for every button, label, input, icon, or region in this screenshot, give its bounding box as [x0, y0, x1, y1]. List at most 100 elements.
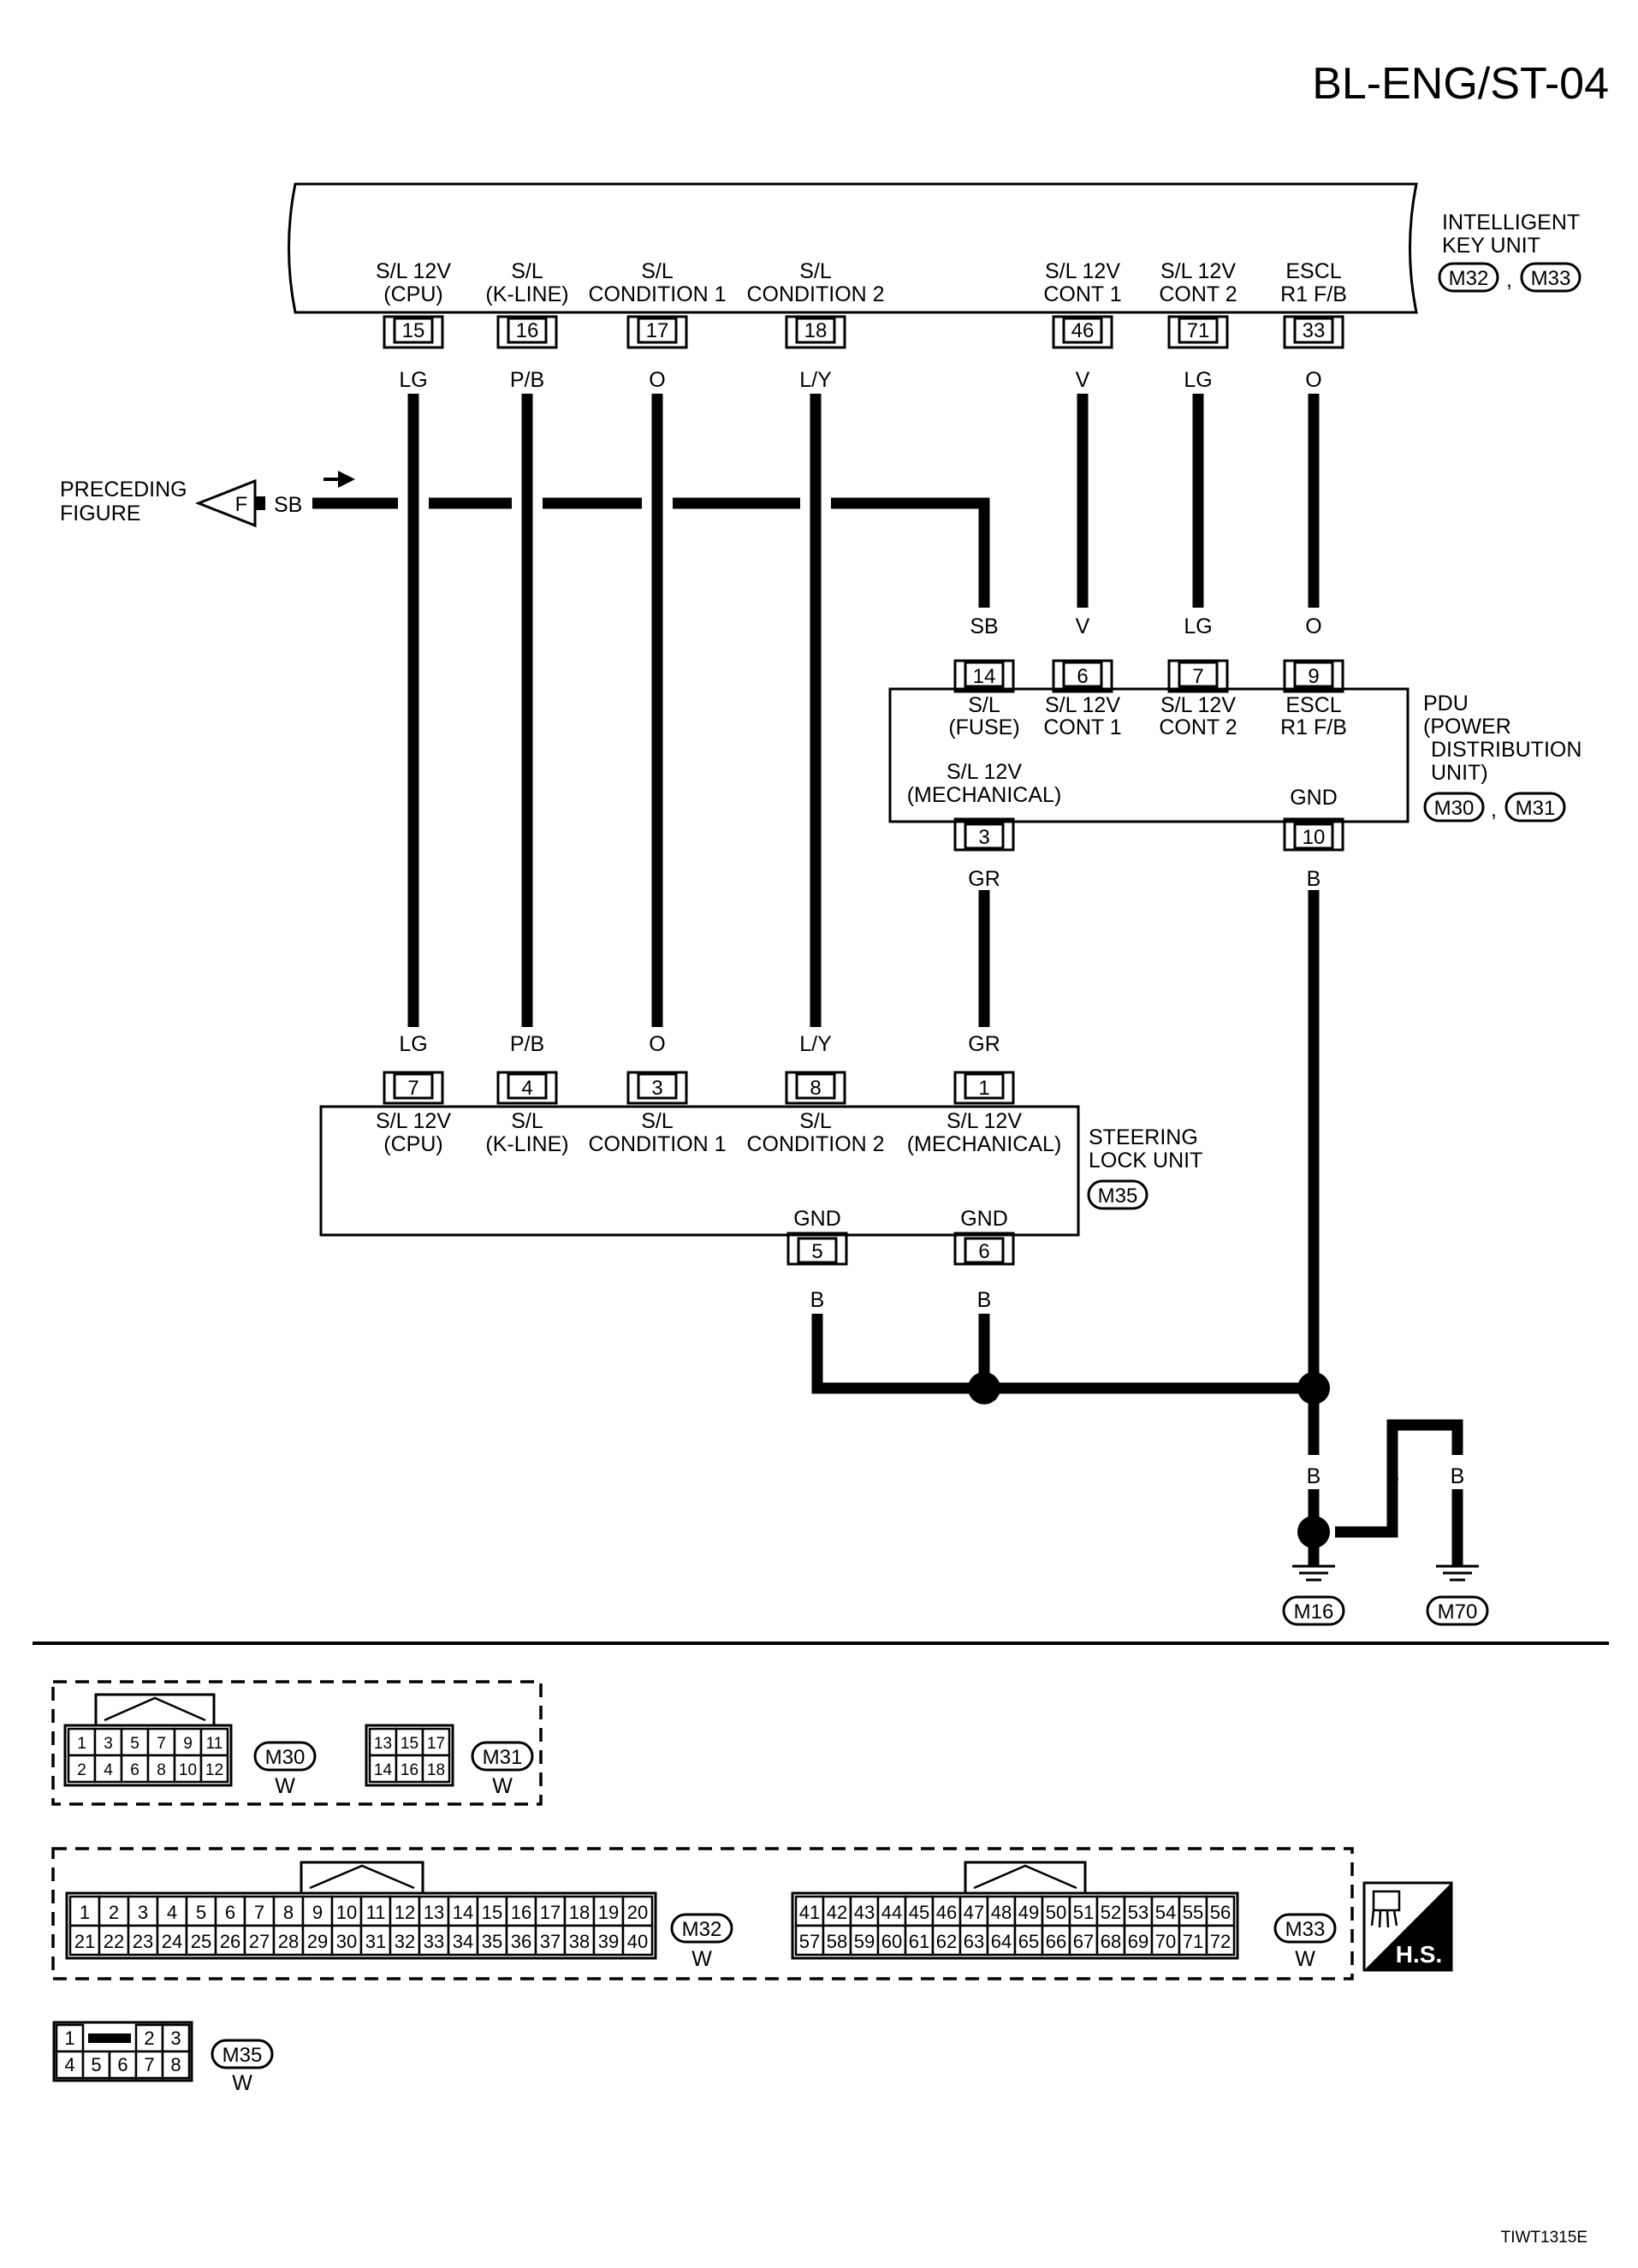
svg-text:W: W: [275, 1774, 295, 1798]
cavity: [156, 1895, 188, 1927]
svg-text:(MECHANICAL): (MECHANICAL): [907, 783, 1062, 807]
cavity-number: 64: [991, 1931, 1012, 1952]
cavity-number: 29: [307, 1931, 328, 1952]
svg-text:S/L: S/L: [641, 1109, 674, 1133]
svg-text:S/L 12V: S/L 12V: [376, 259, 451, 283]
pdu-terminals: 14 S/L (FUSE) 6 S/L 12V CONT 1 7 S/L 12V…: [907, 659, 1347, 891]
connector-group-2: [51, 1847, 1354, 1980]
wires: [312, 394, 1463, 1566]
cavity-number: 20: [627, 1902, 648, 1923]
svg-text:GND: GND: [960, 1207, 1008, 1231]
cavity: [93, 1727, 123, 1757]
svg-text:R1 F/B: R1 F/B: [1280, 715, 1347, 739]
svg-text:W: W: [1295, 1947, 1315, 1971]
svg-text:7: 7: [1192, 665, 1203, 688]
cavity-number: 19: [598, 1902, 619, 1923]
cavity-number: 18: [427, 1761, 445, 1779]
svg-text:B: B: [810, 1288, 825, 1312]
iku-terminal-15: S/L 12V (CPU) 15 LG: [376, 259, 451, 392]
svg-text:6: 6: [1077, 665, 1088, 688]
svg-text:71: 71: [1187, 319, 1210, 342]
svg-text:CONDITION 2: CONDITION 2: [746, 1132, 884, 1156]
cavity-number: 66: [1046, 1931, 1066, 1952]
cavity-number: 38: [569, 1931, 590, 1952]
cavity: [389, 1924, 421, 1956]
key-bar: [88, 2033, 131, 2043]
cavity: [199, 1727, 229, 1757]
svg-text:H.S.: H.S.: [1396, 1941, 1442, 1968]
cavity-number: 41: [799, 1902, 820, 1923]
cavity: [67, 1727, 97, 1757]
cavity: [1123, 1895, 1154, 1927]
cavity: [146, 1754, 176, 1784]
ref-m35: M35: [223, 2044, 263, 2067]
ref-m30: M30: [265, 1746, 306, 1769]
cavity-number: 9: [183, 1735, 193, 1753]
slu-terminal-6: GND 6 B: [953, 1207, 1015, 1312]
cavity: [876, 1895, 907, 1927]
svg-text:W: W: [232, 2071, 252, 2095]
cavity-number: 22: [104, 1931, 124, 1952]
cavity-number: 16: [401, 1761, 418, 1779]
svg-text:B: B: [1307, 1464, 1321, 1488]
cavity: [272, 1924, 305, 1956]
cavity: [849, 1924, 880, 1956]
svg-text:(CPU): (CPU): [383, 1132, 442, 1156]
svg-text:18: 18: [804, 319, 828, 342]
svg-text:S/L 12V: S/L 12V: [947, 1109, 1022, 1133]
cavity-number: 11: [366, 1902, 386, 1923]
svg-text:1: 1: [978, 1077, 989, 1100]
svg-text:STEERING: STEERING: [1089, 1125, 1198, 1149]
svg-text:6: 6: [978, 1240, 989, 1263]
cavity-number: 15: [482, 1902, 502, 1923]
cavity-number: 5: [130, 1735, 139, 1753]
cavity-number: 32: [395, 1931, 415, 1952]
cavity-number: 1: [64, 2028, 74, 2049]
cavity-number: 34: [453, 1931, 473, 1952]
svg-text:(POWER: (POWER: [1423, 715, 1511, 739]
cavity-number: 53: [1128, 1902, 1148, 1923]
connector-refs: W M30 W M31 W M32 W M33 W M35 W: [211, 1741, 1337, 2095]
svg-text:LG: LG: [399, 1032, 427, 1056]
cavity-number: 6: [225, 1902, 235, 1923]
slu-terminal-4: 4 S/L (K-LINE): [485, 1071, 569, 1156]
cavity: [359, 1924, 392, 1956]
svg-text:DISTRIBUTION: DISTRIBUTION: [1431, 738, 1582, 762]
svg-text:M70: M70: [1438, 1600, 1478, 1624]
steering-lock-unit-box: [319, 1105, 1080, 1237]
svg-text:5: 5: [811, 1240, 822, 1263]
cavity: [1095, 1924, 1126, 1956]
cavity-number: 61: [909, 1931, 929, 1952]
svg-text:CONDITION 2: CONDITION 2: [746, 282, 884, 306]
cavity-number: 51: [1073, 1902, 1094, 1923]
svg-text:CONT 1: CONT 1: [1043, 715, 1121, 739]
cavity-number: 9: [312, 1902, 323, 1923]
cavity: [108, 2050, 138, 2080]
cavity: [876, 1924, 907, 1956]
cavity: [1205, 1895, 1236, 1927]
svg-text:LG: LG: [1184, 614, 1212, 638]
iku-terminal-17: S/L CONDITION 1 17 O: [588, 259, 726, 392]
cavity-number: 7: [157, 1735, 166, 1753]
cavity-number: 37: [540, 1931, 561, 1952]
cavity: [931, 1895, 962, 1927]
cavity-number: 40: [627, 1931, 648, 1952]
pdu-terminal-6: 6 S/L 12V CONT 1: [1043, 659, 1122, 739]
cavity: [621, 1924, 654, 1956]
pdu-upper-wires-labels: SB V LG O: [970, 614, 1321, 638]
intelligent-key-unit-box: [288, 182, 1418, 314]
cavity-number: 48: [991, 1902, 1012, 1923]
iku-connector-m32: M32: [1449, 267, 1489, 290]
cavity-number: 2: [144, 2028, 154, 2049]
svg-text:O: O: [1305, 368, 1321, 392]
cavity-number: 5: [196, 1902, 206, 1923]
svg-text:B: B: [1307, 867, 1321, 891]
svg-text:S/L 12V: S/L 12V: [1045, 693, 1120, 717]
iku-terminal-71: S/L 12V CONT 2 71 LG: [1159, 259, 1237, 392]
cavity-number: 36: [511, 1931, 531, 1952]
svg-text:CONDITION 1: CONDITION 1: [588, 282, 726, 306]
cavity: [67, 1754, 97, 1784]
svg-text:(K-LINE): (K-LINE): [485, 282, 568, 306]
